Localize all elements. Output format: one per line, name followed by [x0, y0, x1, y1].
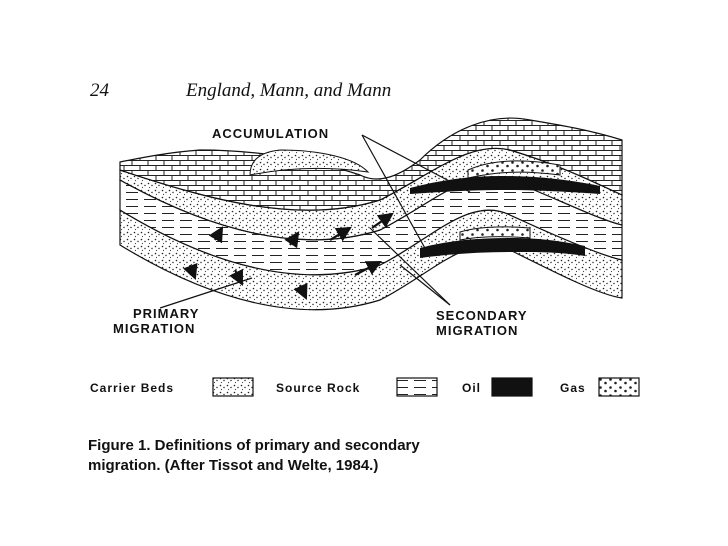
gas-accumulation-lower	[459, 226, 531, 241]
primary-migration-arrow	[208, 226, 224, 244]
accumulation-leader	[361, 134, 427, 251]
legend-label-source-rock: Source Rock	[276, 381, 361, 395]
accumulation-leader	[361, 134, 471, 193]
secondary-migration-leader	[399, 264, 451, 306]
overburden-layer	[249, 149, 370, 176]
figure-caption: Figure 1. Definitions of primary and sec…	[88, 436, 608, 476]
cap-rock-layer	[119, 117, 623, 211]
legend-swatch-gas	[598, 377, 640, 397]
primary-migration-label-line2: MIGRATION	[113, 321, 196, 336]
page-number: 24	[90, 80, 109, 101]
secondary-migration-arrow	[354, 260, 382, 276]
primary-migration-arrow	[293, 282, 308, 300]
secondary-migration-label-line1: SECONDARY	[436, 308, 528, 323]
primary-migration-arrow	[284, 231, 300, 249]
primary-migration-arrow	[183, 262, 198, 281]
accumulation-label: ACCUMULATION	[212, 126, 330, 141]
secondary-migration-arrow	[329, 226, 352, 242]
legend-label-carrier-beds: Carrier Beds	[90, 381, 175, 395]
legend-label-gas: Gas	[560, 381, 586, 395]
oil-accumulation-lower	[420, 238, 585, 258]
caption-line-1: Figure 1. Definitions of primary and sec…	[88, 437, 420, 454]
gas-accumulation-upper	[467, 160, 561, 179]
oil-accumulation-upper	[410, 176, 600, 194]
secondary-migration-leader	[369, 227, 451, 306]
legend-swatch-carrier-beds	[212, 377, 254, 397]
secondary-migration-arrow	[371, 212, 394, 229]
legend-label-oil: Oil	[462, 381, 482, 395]
running-header-authors: England, Mann, and Mann	[186, 80, 392, 101]
legend-swatch-source-rock	[396, 377, 438, 397]
primary-migration-label-line1: PRIMARY	[133, 306, 200, 321]
legend-swatch-oil	[491, 377, 533, 397]
secondary-migration-label-line2: MIGRATION	[436, 323, 519, 338]
caption-line-2: migration. (After Tissot and Welte, 1984…	[88, 457, 379, 474]
primary-migration-leader	[159, 277, 253, 309]
